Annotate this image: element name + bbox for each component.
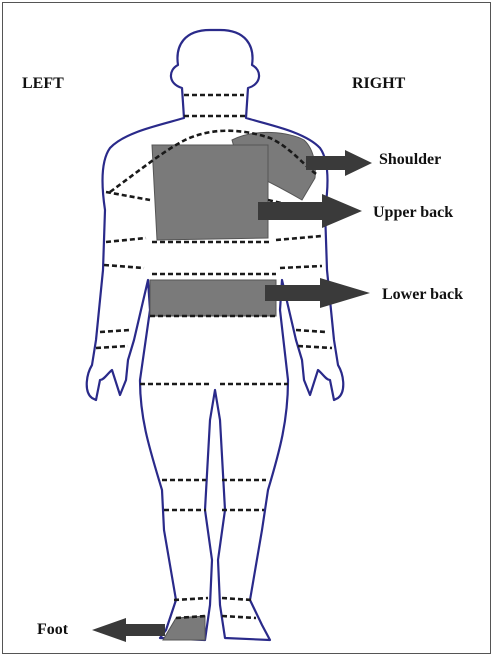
lower-back-zone <box>150 280 276 316</box>
foot-arrow <box>92 618 165 642</box>
lower-back-label: Lower back <box>382 287 463 303</box>
left-side-label: LEFT <box>22 76 64 92</box>
foot-label: Foot <box>37 622 68 638</box>
right-side-label: RIGHT <box>352 76 405 92</box>
upper-back-zone <box>152 145 268 240</box>
body-outline <box>87 30 344 640</box>
upper-back-label: Upper back <box>373 205 453 221</box>
shoulder-label: Shoulder <box>379 152 441 168</box>
